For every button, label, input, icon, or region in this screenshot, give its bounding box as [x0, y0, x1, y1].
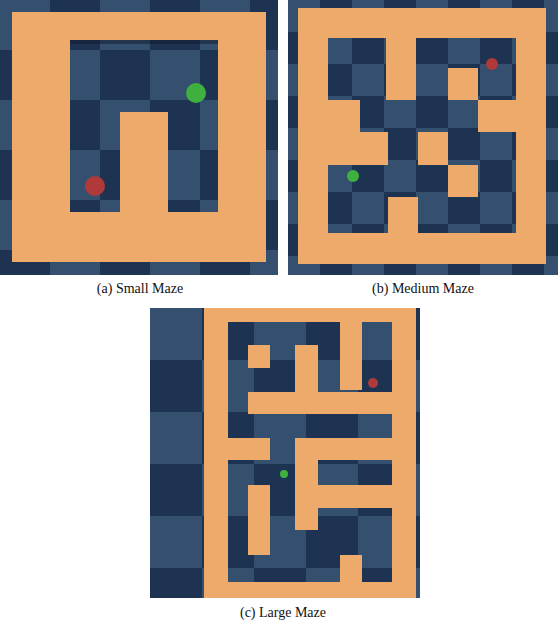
medium-maze [288, 0, 558, 275]
small-maze [0, 0, 278, 275]
figure-caption: (c) Large Maze [240, 605, 326, 621]
figure-caption: (b) Medium Maze [372, 281, 474, 297]
figure-caption: (a) Small Maze [97, 281, 183, 297]
large-maze [150, 308, 420, 598]
